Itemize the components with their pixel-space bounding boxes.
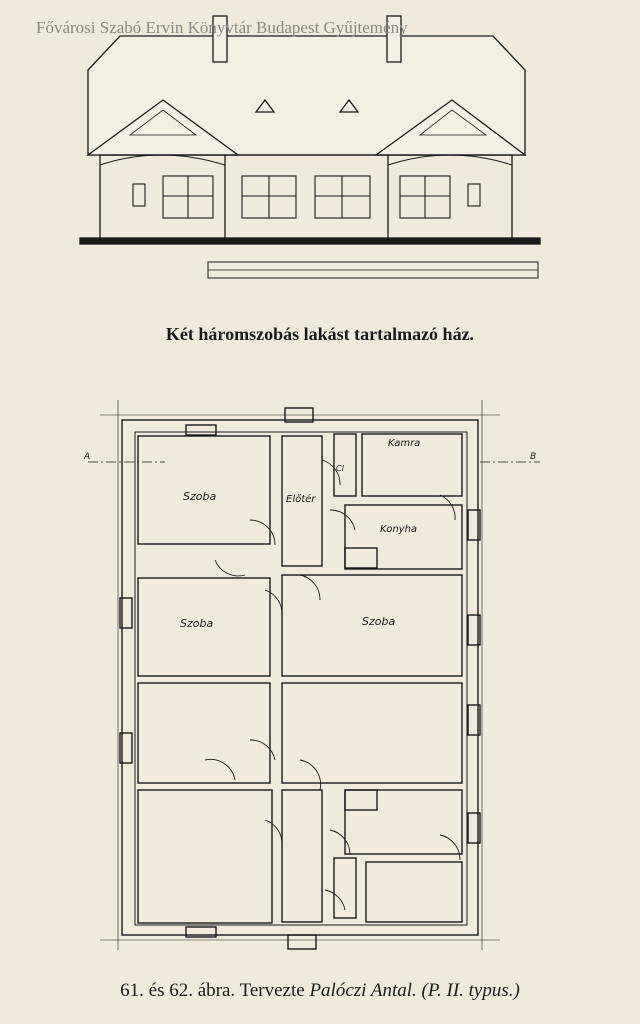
room-label-szoba: Szoba: [180, 617, 214, 630]
library-watermark: Fővárosi Szabó Ervin Könyvtár Budapest G…: [36, 18, 408, 37]
elevation-caption: Két háromszobás lakást tartalmazó ház.: [165, 324, 475, 344]
caption-author: Palóczi Antal.: [309, 980, 417, 1001]
house-elevation: [79, 15, 541, 279]
room-label-wc: Cl: [336, 464, 344, 473]
room-label-kamra: Kamra: [388, 438, 421, 449]
caption-prefix: 61. és 62. ábra. Tervezte: [120, 980, 310, 1001]
room-label-szoba: Szoba: [362, 615, 396, 628]
caption-type: (P. II. typus.): [416, 980, 520, 1001]
section-marker-a: A: [84, 452, 91, 462]
floor-plan: [88, 400, 540, 950]
chimney-right: [386, 15, 402, 63]
room-label-szoba: Szoba: [183, 490, 217, 503]
room-label-konyha: Konyha: [380, 524, 418, 535]
section-marker-b: B: [530, 452, 537, 462]
windows: [132, 175, 481, 219]
figure-caption: 61. és 62. ábra. Tervezte Palóczi Antal.…: [0, 980, 640, 1002]
chimney-left: [212, 15, 228, 63]
room-label-eloter: Előtér: [286, 494, 316, 505]
